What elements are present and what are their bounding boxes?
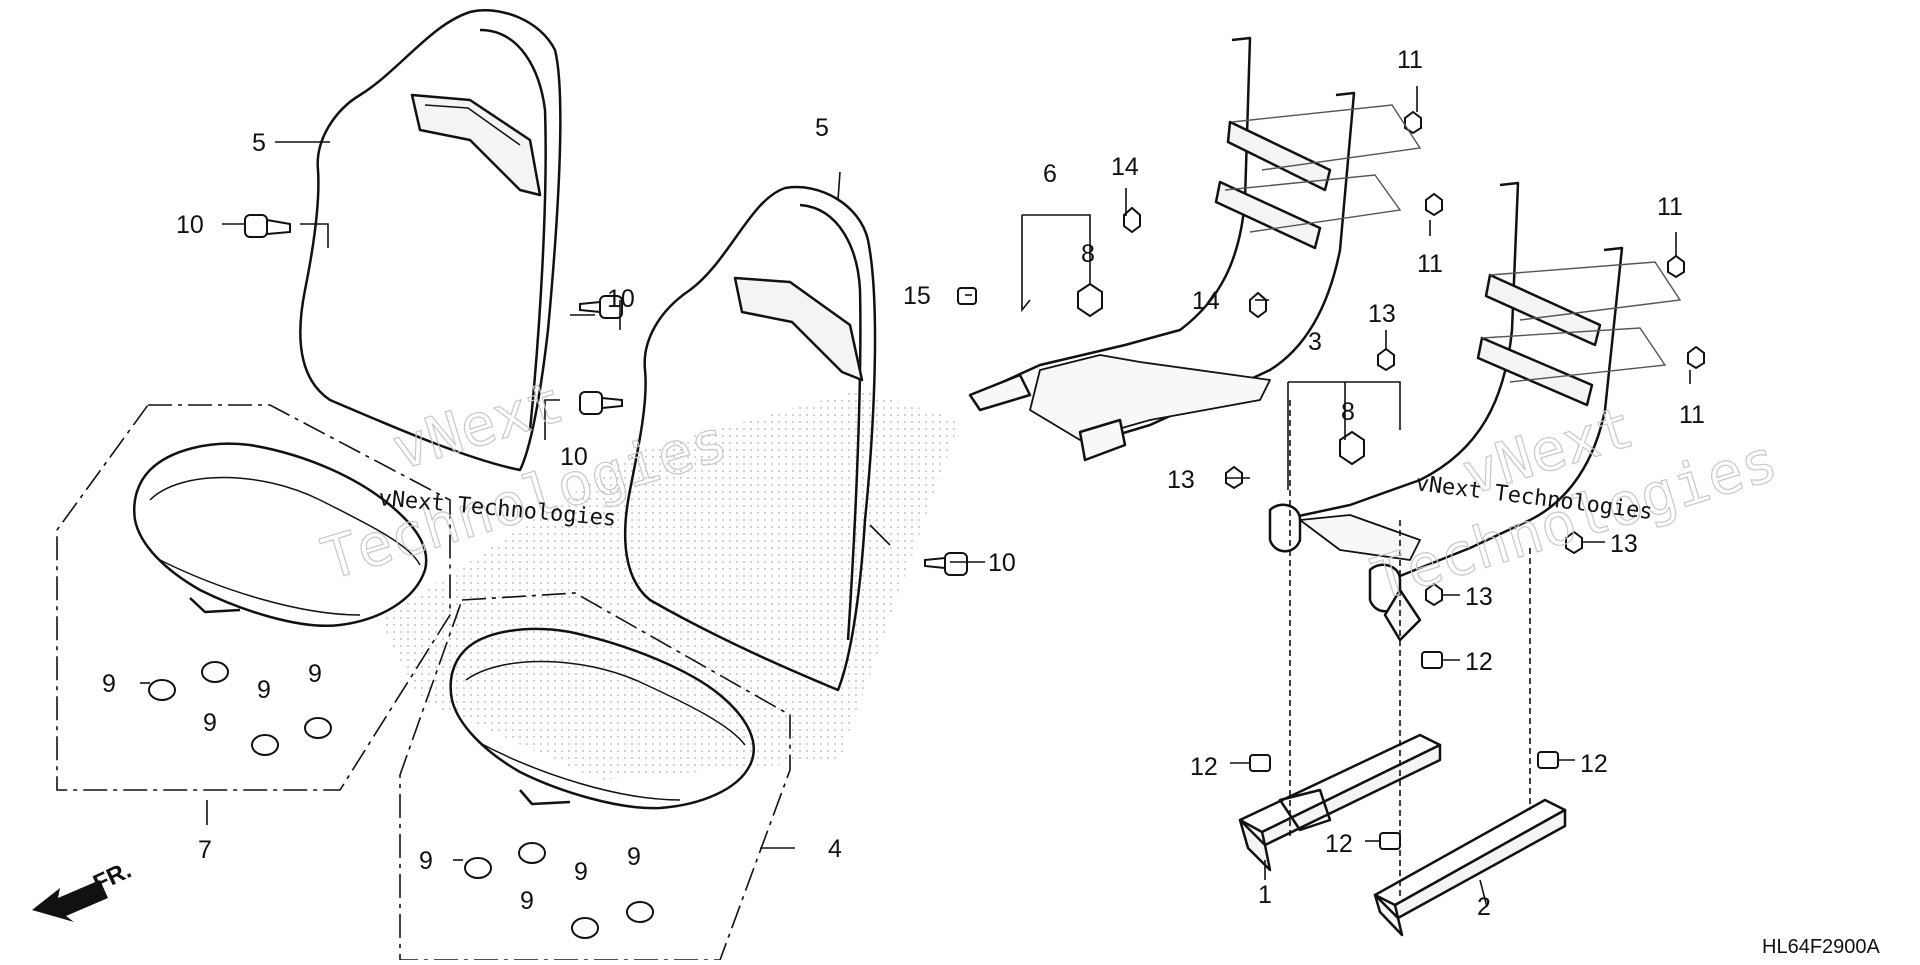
callout-9-c: 9 [257,676,271,704]
callout-9-h: 9 [627,843,641,871]
front-direction-indicator: FR. [32,857,136,922]
fastener-group[interactable] [957,110,1705,850]
callout-11-third: 11 [1657,193,1683,221]
callout-13-lower: 13 [1465,583,1493,611]
callout-labels: 5 10 10 10 10 5 7 9 9 9 9 4 9 9 9 9 6 8 … [102,46,1705,921]
callout-10-lower-mid: 10 [560,443,588,471]
stipple-shadow [380,390,960,780]
seat-back-left[interactable] [299,9,562,472]
callout-1: 1 [1258,881,1272,909]
front-arrow-icon [32,880,108,922]
callout-5-left: 5 [252,129,266,157]
callout-3: 3 [1308,328,1322,356]
callout-2: 2 [1477,893,1491,921]
frame-bracket-lines [1224,104,1682,383]
callout-7: 7 [198,836,212,864]
seat-rail-right[interactable] [1373,798,1567,937]
callout-10-upper-mid: 10 [607,285,635,313]
callout-5-right: 5 [815,114,829,142]
callout-4: 4 [828,835,842,863]
callout-14-upper: 14 [1111,153,1139,181]
seat-frame-right[interactable] [1268,181,1624,642]
callout-12-right: 12 [1580,750,1608,778]
callout-13-left: 13 [1167,466,1195,494]
callout-11-top: 11 [1397,46,1423,74]
callout-9-d: 9 [308,660,322,688]
callout-9-e: 9 [419,847,433,875]
callout-9-g: 9 [574,858,588,886]
callout-9-b: 9 [203,709,217,737]
diagram-code: HL64F2900A [1762,936,1881,958]
callout-11-second: 11 [1417,250,1443,278]
callout-14-lower: 14 [1192,287,1220,315]
callout-6: 6 [1043,160,1057,188]
callout-13-top: 13 [1368,300,1396,328]
callout-12-left: 12 [1190,753,1218,781]
callout-10-upper-left: 10 [176,211,204,239]
seat-cushion-left[interactable] [133,442,428,627]
seat-back-right[interactable] [623,185,877,692]
callout-9-a: 9 [102,670,116,698]
callout-8-left: 8 [1081,240,1095,268]
seat-frame-left[interactable] [968,36,1356,462]
callout-10-right: 10 [988,549,1016,577]
callout-15: 15 [903,282,931,310]
callout-13-right: 13 [1610,530,1638,558]
callout-12-bottom: 12 [1325,830,1353,858]
seat-rail-left[interactable] [1238,733,1442,872]
bolt-10-group[interactable] [244,214,968,576]
grommet-9-group[interactable] [148,661,654,939]
callout-11-bottom: 11 [1679,401,1705,429]
leader-lines [140,86,1691,908]
callout-8-right: 8 [1341,398,1355,426]
callout-12-top: 12 [1465,648,1493,676]
callout-9-f: 9 [520,887,534,915]
seat-cushion-right[interactable] [449,627,755,810]
group-boundaries [56,404,791,961]
